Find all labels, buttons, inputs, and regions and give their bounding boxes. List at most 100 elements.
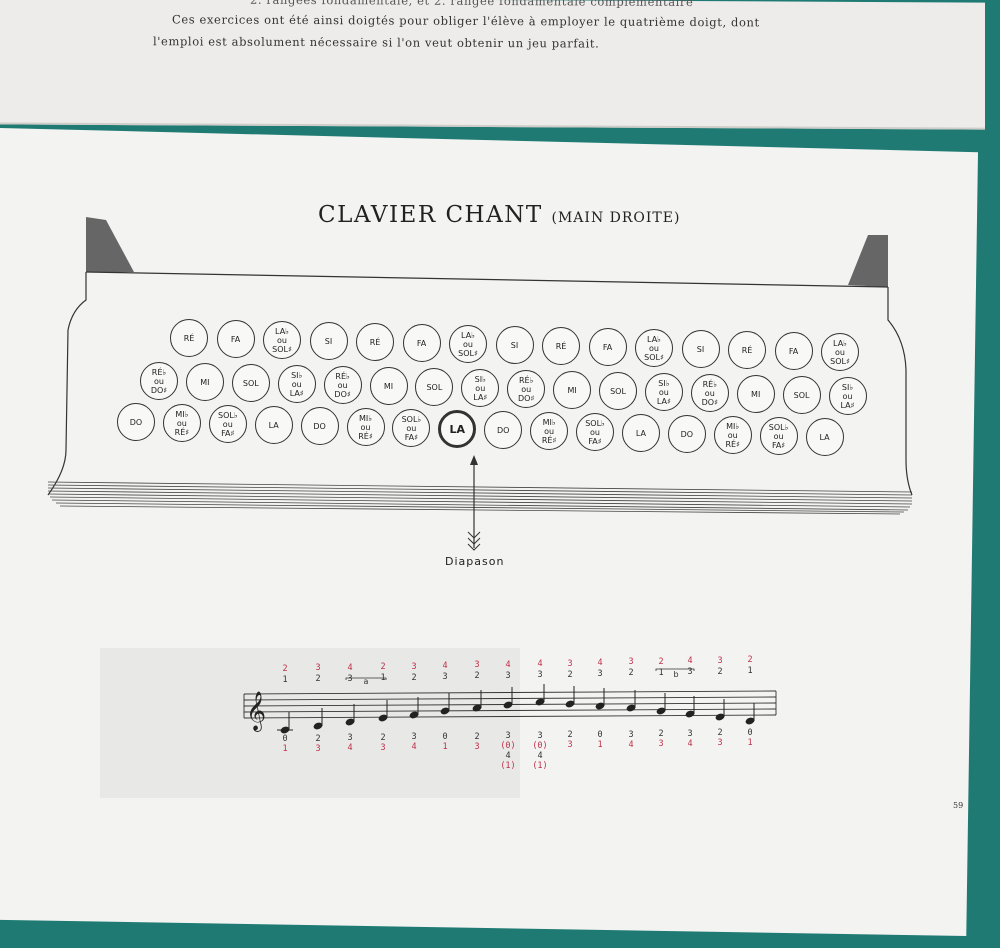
key-button-row2-1[interactable]: RÉ♭ ou DO♯ bbox=[140, 362, 178, 400]
fingering-above-5-2: 2 bbox=[411, 672, 417, 683]
key-button-row3-9[interactable]: DO bbox=[484, 411, 523, 449]
fingering-below-9-2: (0) bbox=[532, 740, 548, 751]
key-button-row2-10[interactable]: MI bbox=[553, 371, 592, 409]
key-button-row1-12[interactable]: SI bbox=[681, 330, 720, 368]
note-head bbox=[565, 700, 575, 708]
fingering-below-4-2: 3 bbox=[380, 742, 386, 753]
key-button-row1-7[interactable]: LA♭ ou SOL♯ bbox=[449, 325, 487, 363]
slur-mark-a: a bbox=[364, 677, 369, 686]
key-button-row2-16[interactable]: SI♭ ou LA♯ bbox=[828, 377, 867, 415]
notes-group bbox=[277, 684, 755, 734]
fingering-above-7-2: 2 bbox=[474, 671, 480, 682]
fingering-below-10-1: 2 bbox=[567, 730, 573, 741]
fingering-above-8-2: 3 bbox=[505, 670, 511, 681]
key-button-row3-16[interactable]: LA bbox=[805, 418, 844, 456]
right-corner-hatch bbox=[848, 235, 888, 287]
key-button-row1-11[interactable]: LA♭ ou SOL♯ bbox=[635, 329, 673, 367]
key-button-row3-13[interactable]: DO bbox=[667, 415, 706, 453]
key-button-row3-5[interactable]: DO bbox=[300, 407, 339, 445]
note-head bbox=[535, 698, 545, 706]
key-button-row3-11[interactable]: SOL♭ ou FA♯ bbox=[576, 413, 614, 451]
fingering-above-12-2: 2 bbox=[628, 668, 634, 679]
key-button-row2-3[interactable]: SOL bbox=[231, 364, 270, 402]
key-button-row1-15[interactable]: LA♭ ou SOL♯ bbox=[821, 333, 859, 371]
fingering-below-8-4: (1) bbox=[500, 761, 516, 772]
key-button-row1-1[interactable]: RÉ bbox=[170, 319, 208, 357]
fingering-below-2-2: 3 bbox=[315, 743, 321, 754]
key-button-row2-14[interactable]: MI bbox=[736, 375, 775, 413]
key-button-row2-5[interactable]: RÉ♭ ou DO♯ bbox=[323, 366, 362, 404]
main-page bbox=[0, 128, 978, 936]
key-button-row1-10[interactable]: FA bbox=[588, 328, 627, 366]
fingering-above-3-2: 3 bbox=[347, 673, 353, 684]
slur-bracket-a bbox=[345, 677, 387, 680]
key-button-row2-9[interactable]: RÉ♭ ou DO♯ bbox=[507, 370, 546, 408]
fingering-above-14-1: 4 bbox=[687, 656, 693, 667]
key-button-row1-5[interactable]: RÉ bbox=[356, 323, 394, 361]
fingering-below-7-1: 2 bbox=[474, 731, 480, 742]
fingering-below-15-2: 3 bbox=[717, 738, 723, 749]
key-button-row1-6[interactable]: FA bbox=[402, 324, 441, 362]
fingering-below-12-2: 4 bbox=[628, 739, 634, 750]
key-button-row3-15[interactable]: SOL♭ ou FA♯ bbox=[759, 417, 798, 455]
fingering-below-1-1: 0 bbox=[282, 734, 288, 744]
fingering-above-1-2: 1 bbox=[282, 675, 288, 685]
key-button-row3-10[interactable]: MI♭ ou RÉ♯ bbox=[530, 412, 569, 450]
fingering-below-1-2: 1 bbox=[282, 744, 288, 754]
fingering-above-16-1: 2 bbox=[747, 655, 753, 665]
fingering-above-13-2: 1 bbox=[658, 667, 664, 678]
key-button-row3-3[interactable]: SOL♭ ou FA♯ bbox=[208, 405, 247, 443]
fingering-below-6-2: 1 bbox=[442, 742, 448, 752]
fingering-below-6-1: 0 bbox=[442, 732, 448, 742]
fingering-below-16-2: 1 bbox=[747, 738, 753, 748]
diapason-arrow-head bbox=[470, 455, 478, 465]
key-button-row3-2[interactable]: MI♭ ou RÉ♯ bbox=[162, 404, 201, 442]
fingering-below-14-2: 4 bbox=[687, 738, 693, 749]
diapason-arrow-feather bbox=[467, 531, 481, 551]
fingering-above-7-1: 3 bbox=[474, 660, 480, 671]
key-button-row3-8[interactable]: LA bbox=[438, 410, 477, 448]
key-button-row3-1[interactable]: DO bbox=[117, 403, 155, 441]
note-head bbox=[745, 717, 755, 725]
fingering-below-10-2: 3 bbox=[567, 740, 573, 751]
key-button-row2-12[interactable]: SI♭ ou LA♯ bbox=[644, 373, 683, 411]
page-title: CLAVIER CHANT (MAIN DROITE) bbox=[318, 202, 680, 228]
key-button-row2-7[interactable]: SOL bbox=[415, 368, 454, 406]
key-button-row2-2[interactable]: MI bbox=[185, 363, 224, 401]
key-button-row2-8[interactable]: SI♭ ou LA♯ bbox=[461, 369, 500, 407]
key-button-row1-8[interactable]: SI bbox=[495, 326, 534, 364]
fingering-below-16-1: 0 bbox=[747, 728, 753, 738]
key-button-row3-4[interactable]: LA bbox=[254, 406, 293, 444]
fingering-below-9-3: 4 bbox=[537, 750, 543, 761]
fingering-below-8-3: 4 bbox=[505, 751, 511, 762]
fingering-below-8-2: (0) bbox=[500, 741, 516, 752]
key-button-row2-13[interactable]: RÉ♭ ou DO♯ bbox=[690, 374, 729, 412]
note-head bbox=[685, 710, 695, 718]
note-head bbox=[440, 707, 450, 715]
key-button-row1-3[interactable]: LA♭ ou SOL♯ bbox=[263, 321, 301, 359]
fingering-below-9-4: (1) bbox=[532, 760, 548, 771]
key-button-row2-15[interactable]: SOL bbox=[782, 376, 821, 414]
key-button-row1-13[interactable]: RÉ bbox=[728, 331, 766, 369]
key-button-row1-9[interactable]: RÉ bbox=[542, 327, 580, 365]
key-button-row3-14[interactable]: MI♭ ou RÉ♯ bbox=[713, 416, 752, 454]
key-button-row3-12[interactable]: LA bbox=[621, 414, 660, 452]
key-button-row1-4[interactable]: SI bbox=[309, 322, 348, 360]
note-head bbox=[378, 714, 388, 722]
note-head bbox=[503, 701, 513, 709]
key-button-row3-7[interactable]: SOL♭ ou FA♯ bbox=[392, 409, 431, 447]
fingering-below-5-1: 3 bbox=[411, 732, 417, 743]
key-button-row1-2[interactable]: FA bbox=[216, 320, 255, 358]
title-main: CLAVIER CHANT bbox=[318, 202, 543, 228]
fingering-below-11-2: 1 bbox=[597, 740, 603, 750]
key-button-row2-4[interactable]: SI♭ ou LA♯ bbox=[277, 365, 316, 403]
key-button-row2-11[interactable]: SOL bbox=[599, 372, 637, 410]
keyboard-top-edge bbox=[85, 271, 889, 288]
diapason-label: Diapason bbox=[445, 555, 505, 568]
note-head bbox=[472, 704, 482, 712]
key-button-row1-14[interactable]: FA bbox=[774, 332, 813, 370]
fingering-above-11-1: 4 bbox=[597, 658, 603, 668]
key-button-row2-6[interactable]: MI bbox=[369, 367, 408, 405]
fingering-above-2-2: 2 bbox=[315, 674, 321, 685]
key-button-row3-6[interactable]: MI♭ ou RÉ♯ bbox=[346, 408, 385, 446]
